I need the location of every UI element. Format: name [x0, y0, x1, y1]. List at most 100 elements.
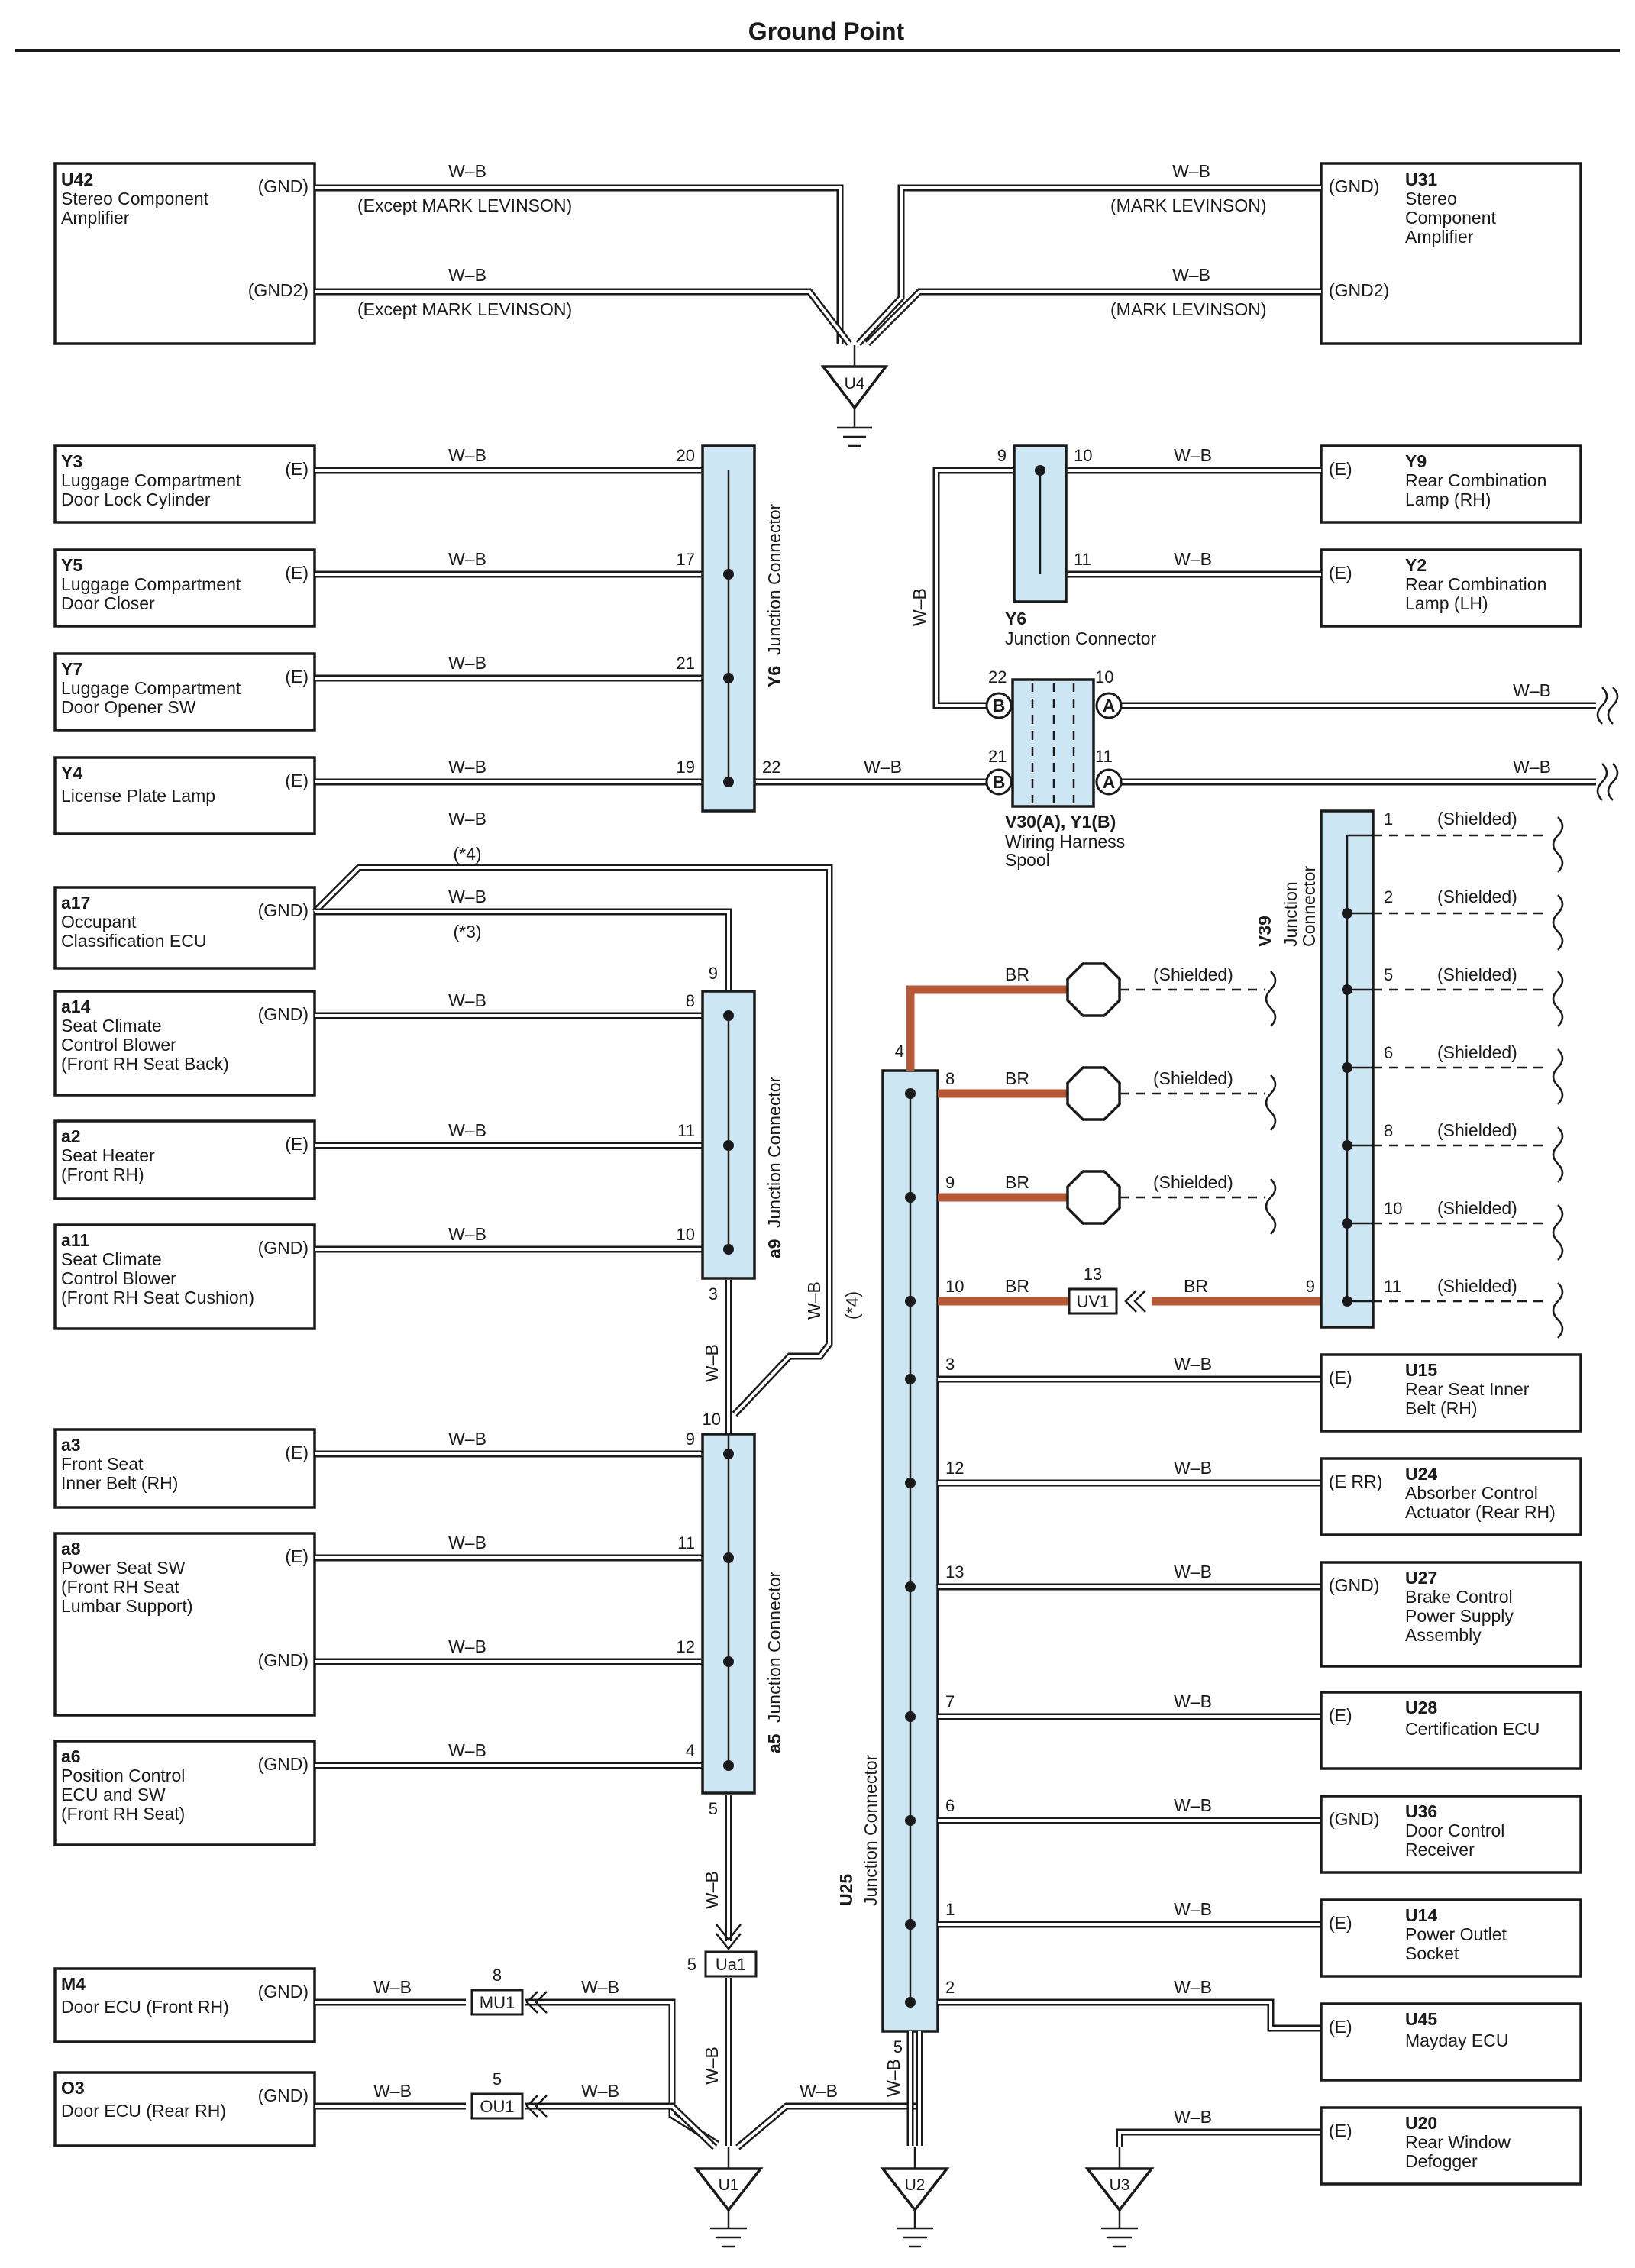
y6l-pin-22: 22 — [762, 758, 780, 777]
y9-pin: (E) — [1329, 459, 1352, 479]
a17-loop-wire-color: W–B — [804, 1281, 824, 1320]
u28-line1: Certification ECU — [1405, 1719, 1540, 1739]
inline-uv1: UV1 13 — [1068, 1265, 1146, 1315]
a2-line1: Seat Heater — [61, 1145, 155, 1165]
component-a6: a6 Position Control ECU and SW (Front RH… — [53, 1740, 316, 1846]
u25-u1-wire-color: W–B — [800, 2081, 838, 2101]
y2-id: Y2 — [1405, 555, 1427, 575]
component-u24: (E RR) U24 Absorber Control Actuator (Re… — [1320, 1457, 1582, 1536]
inline-ua1: Ua1 5 — [687, 1950, 758, 1978]
a5-ua1-wire-color: W–B — [702, 1871, 722, 1909]
u15-id: U15 — [1405, 1360, 1437, 1380]
component-a14: a14 Seat Climate Control Blower (Front R… — [53, 990, 316, 1097]
br-label-8: BR — [1005, 1068, 1029, 1088]
v39-pin-10: 10 — [1384, 1199, 1402, 1218]
m4-line1: Door ECU (Front RH) — [61, 1997, 229, 2017]
a6-line2: ECU and SW — [61, 1785, 166, 1804]
v39-shield-label-5: (Shielded) — [1437, 964, 1517, 984]
u25-right-wires — [905, 1374, 1321, 2147]
a5-label: Junction Connector — [764, 1571, 784, 1723]
mu1-id: MU1 — [480, 1993, 515, 2012]
a9-id: a9 — [764, 1239, 784, 1258]
u24-line2: Actuator (Rear RH) — [1405, 1502, 1556, 1522]
y7-id: Y7 — [61, 659, 82, 679]
br-label-4: BR — [1005, 964, 1029, 984]
component-u31: U31 Stereo Component Amplifier (GND) (GN… — [1320, 162, 1582, 345]
u31-pin-gnd: (GND) — [1329, 176, 1379, 196]
u36-id: U36 — [1405, 1801, 1437, 1821]
spool-pin-10: 10 — [1095, 667, 1113, 687]
y6l-pin-17: 17 — [677, 550, 695, 569]
wire-break-1 — [1596, 687, 1619, 801]
a6-id: a6 — [61, 1746, 81, 1766]
u28-wire-color: W–B — [1174, 1691, 1212, 1711]
m4-o3-wires — [315, 1998, 916, 2150]
y5-pin: (E) — [285, 563, 309, 583]
a11-line3: (Front RH Seat Cushion) — [61, 1287, 254, 1307]
a17-line1: Occupant — [61, 912, 137, 932]
y6r-pin-10: 10 — [1074, 446, 1092, 465]
mu1-pin: 8 — [493, 1966, 502, 1985]
u42-line1: Stereo Component — [61, 189, 209, 208]
a17-wire-color-1: W–B — [448, 809, 486, 829]
junction-v39: 1 2 5 6 8 10 11 9 V39 Junction Connector — [1255, 809, 1402, 1329]
uv1-id: UV1 — [1077, 1292, 1110, 1311]
a17-pin: (GND) — [258, 900, 309, 920]
y4-pin: (E) — [285, 771, 309, 790]
component-u15: (E) U15 Rear Seat Inner Belt (RH) — [1320, 1353, 1582, 1433]
m4-id: M4 — [61, 1974, 86, 1994]
y7-line1: Luggage Compartment — [61, 678, 241, 698]
a6-line3: (Front RH Seat) — [61, 1804, 185, 1824]
y3-id: Y3 — [61, 451, 82, 471]
u25-label: Junction Connector — [861, 1754, 881, 1906]
y5-id: Y5 — [61, 555, 82, 575]
v39-label-2: Connector — [1299, 866, 1319, 947]
y9-wire-color: W–B — [1174, 445, 1212, 465]
y4-line1: License Plate Lamp — [61, 786, 215, 806]
o3-pin: (GND) — [258, 2085, 309, 2105]
a8-id: a8 — [61, 1539, 81, 1559]
component-a3: a3 Front Seat Inner Belt (RH) (E) — [53, 1428, 316, 1509]
u45-id: U45 — [1405, 2009, 1437, 2029]
u15-line1: Rear Seat Inner — [1405, 1379, 1530, 1399]
a3-line2: Inner Belt (RH) — [61, 1473, 178, 1493]
u15-line2: Belt (RH) — [1405, 1398, 1478, 1418]
v39-shield-label-8: (Shielded) — [1437, 1120, 1517, 1140]
m4-pin: (GND) — [258, 1982, 309, 2001]
shield-label-9: (Shielded) — [1153, 1172, 1233, 1192]
o3-line1: Door ECU (Rear RH) — [61, 2101, 226, 2121]
component-y5: Y5 Luggage Compartment Door Closer (E) — [53, 548, 316, 628]
u27-line3: Assembly — [1405, 1625, 1482, 1645]
a14-pin: (GND) — [258, 1004, 309, 1024]
u31-pin-gnd2: (GND2) — [1329, 280, 1389, 300]
v39-id: V39 — [1255, 916, 1275, 947]
u28-id: U28 — [1405, 1698, 1437, 1717]
y3-line1: Luggage Compartment — [61, 470, 241, 490]
u42-pin-gnd2: (GND2) — [248, 280, 309, 300]
a17-note-3: (*3) — [453, 922, 481, 942]
v39-shield-lines — [1373, 816, 1564, 1339]
component-m4: M4 Door ECU (Front RH) (GND) — [53, 1967, 316, 2043]
u25-pin-5: 5 — [893, 2037, 903, 2056]
u14-wire-color: W–B — [1174, 1899, 1212, 1919]
a6-pin: (GND) — [258, 1754, 309, 1774]
u20-id: U20 — [1405, 2113, 1437, 2133]
top-wires — [315, 184, 1321, 347]
a14-wire-color: W–B — [448, 990, 486, 1010]
y6l-label: Junction Connector — [764, 503, 784, 655]
v39-label-1: Junction — [1281, 881, 1301, 947]
u25-pin-4: 4 — [895, 1042, 904, 1061]
y2-line2: Lamp (LH) — [1405, 593, 1488, 613]
y6-spool-wire-color: W–B — [910, 588, 929, 626]
u45-line1: Mayday ECU — [1405, 2031, 1508, 2050]
a2-wire-color: W–B — [448, 1120, 486, 1140]
u45-pin: (E) — [1329, 2017, 1352, 2037]
o3-wire-color-1: W–B — [373, 2081, 412, 2101]
u31-note-1: (MARK LEVINSON) — [1110, 195, 1266, 215]
component-u20: (E) U20 Rear Window Defogger — [1320, 2106, 1582, 2186]
u25-pin-10: 10 — [945, 1277, 964, 1296]
v39-pin-2: 2 — [1384, 887, 1393, 906]
u15-wire-color: W–B — [1174, 1354, 1212, 1374]
y4-wire-color: W–B — [448, 757, 486, 777]
a8-line1: Power Seat SW — [61, 1558, 186, 1578]
